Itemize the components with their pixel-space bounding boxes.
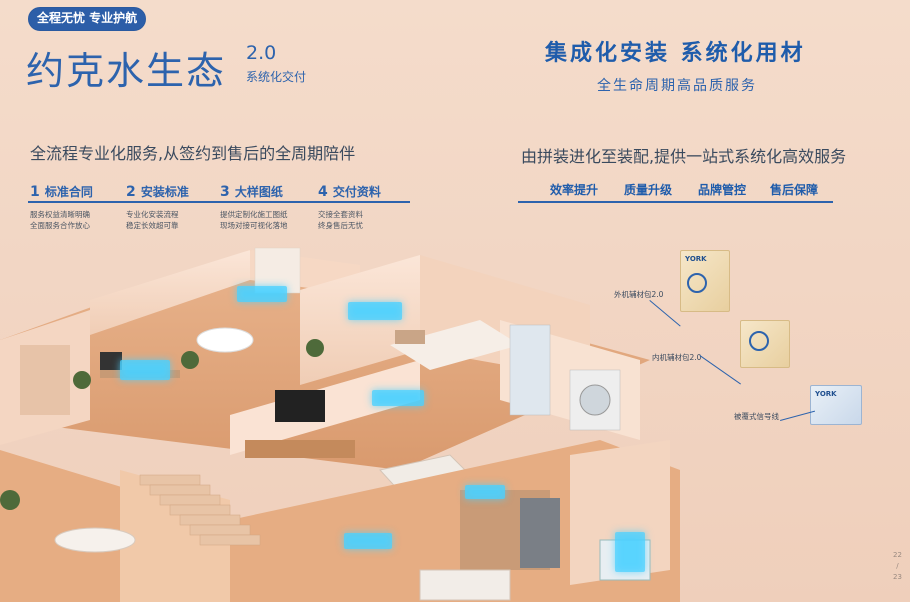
step-number: 3	[220, 184, 230, 200]
feature-item: 售后保障	[770, 183, 819, 197]
product-label: 内机辅材包2.0	[652, 353, 702, 362]
page-number: 22/23	[893, 551, 902, 581]
indoor-material-pack	[740, 320, 790, 368]
feature-item: 品牌管控	[698, 183, 747, 197]
brand-logo: YORK	[815, 390, 837, 398]
right-heading: 集成化安装 系统化用材	[545, 41, 806, 66]
step-title: 标准合同	[44, 185, 93, 199]
version-subtitle: 系统化交付	[246, 70, 307, 84]
step-description: 专业化安装流程稳定长效超可靠	[126, 210, 179, 230]
back-wall	[90, 250, 250, 335]
ac-unit	[465, 485, 505, 499]
step-4: 4 交付资料 交接全套资料终身售后无忧	[318, 181, 381, 230]
ac-unit	[348, 302, 402, 320]
step-3: 3 大样图纸 提供定制化施工图纸现场对接可视化落地	[220, 181, 288, 230]
outdoor-material-pack: YORK	[680, 250, 730, 312]
step-number: 1	[30, 184, 40, 200]
brand-logo: YORK	[685, 255, 707, 263]
step-number: 2	[126, 184, 136, 200]
features-divider	[518, 201, 833, 203]
step-title: 大样图纸	[234, 185, 283, 199]
step-2: 2 安装标准 专业化安装流程稳定长效超可靠	[126, 181, 189, 230]
tv	[275, 390, 325, 422]
ac-unit	[344, 533, 392, 549]
house-illustration	[0, 247, 680, 602]
signal-cable-pack: YORK	[810, 385, 862, 425]
step-title: 安装标准	[140, 185, 189, 199]
step-description: 提供定制化施工图纸现场对接可视化落地	[220, 210, 288, 230]
feature-item: 效率提升	[550, 183, 599, 197]
step-description: 交接全套资料终身售后无忧	[318, 210, 363, 230]
step-description: 服务权益清晰明确全面服务合作放心	[30, 210, 90, 230]
step-number: 4	[318, 184, 328, 200]
step-title: 交付资料	[332, 185, 381, 199]
feature-item: 质量升级	[624, 183, 673, 197]
pack-emblem	[749, 331, 769, 351]
steps-divider	[28, 201, 410, 203]
staircase	[139, 474, 261, 546]
page-title: 约克水生态	[26, 49, 227, 93]
product-label: 被覆式信号线	[734, 412, 779, 421]
outdoor-unit	[615, 532, 645, 572]
ac-unit	[120, 360, 170, 380]
right-subheading: 全生命周期高品质服务	[597, 78, 757, 94]
version-number: 2.0	[246, 42, 277, 64]
pack-emblem	[687, 273, 707, 293]
ac-unit	[237, 286, 287, 302]
product-label: 外机辅材包2.0	[614, 290, 664, 299]
ac-unit	[372, 390, 424, 406]
left-tagline: 全流程专业化服务,从签约到售后的全周期陪伴	[30, 144, 356, 163]
step-1: 1 标准合同 服务权益清晰明确全面服务合作放心	[30, 181, 93, 230]
ac-unit-glow-group	[120, 286, 645, 572]
connector-line	[699, 355, 741, 385]
right-tagline: 由拼装进化至装配,提供一站式系统化高效服务	[521, 147, 847, 166]
header-badge: 全程无忧 专业护航	[28, 7, 147, 31]
